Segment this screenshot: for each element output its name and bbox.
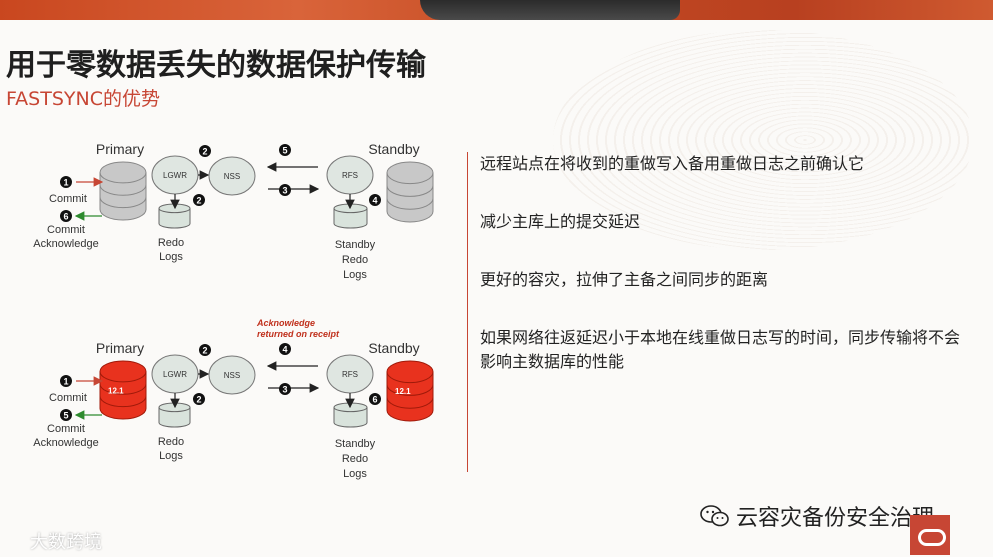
step-number: 3 bbox=[282, 385, 287, 395]
lgwr-node-label: LGWR bbox=[163, 370, 187, 379]
primary-database-icon-top bbox=[100, 162, 146, 183]
page-subtitle: FASTSYNC的优势 bbox=[6, 84, 160, 111]
primary-label: Primary bbox=[96, 141, 144, 157]
step-number: 2 bbox=[196, 196, 201, 206]
divider-line bbox=[467, 152, 468, 472]
primary-database-icon bbox=[100, 162, 146, 220]
db-version-label: 12.1 bbox=[395, 387, 411, 396]
rfs-node-label: RFS bbox=[342, 370, 358, 379]
bullet-item: 更好的容灾，拉伸了主备之间同步的距离 bbox=[480, 268, 970, 292]
step-number: 1 bbox=[63, 377, 68, 387]
bullet-item: 减少主库上的提交延迟 bbox=[480, 210, 970, 234]
watermark-right-text: 云容灾备份安全治理 bbox=[736, 500, 934, 532]
standby-redo-logs-label: Logs bbox=[343, 269, 367, 281]
ack-note-label: returned on receipt bbox=[257, 329, 340, 339]
standby-redo-logs-label: Logs bbox=[343, 468, 367, 480]
watermark-right: 云容灾备份安全治理 bbox=[700, 500, 934, 532]
nss-node-label: NSS bbox=[224, 371, 240, 380]
step-number: 4 bbox=[372, 196, 377, 206]
standby-database-icon-top bbox=[387, 162, 433, 184]
step-number: 5 bbox=[282, 146, 287, 156]
step-number: 4 bbox=[282, 345, 287, 355]
primary-database-icon: 12.1 bbox=[100, 361, 146, 419]
page-title: 用于零数据丢失的数据保护传输 bbox=[6, 40, 426, 84]
commit-ack-label: Commit bbox=[47, 423, 85, 435]
header-banner-image bbox=[420, 0, 680, 20]
step-number: 2 bbox=[196, 395, 201, 405]
commit-label: Commit bbox=[49, 193, 87, 205]
commit-ack-label: Commit bbox=[47, 224, 85, 236]
ack-note-label: Acknowledge bbox=[256, 318, 315, 328]
primary-database-icon-top bbox=[100, 361, 146, 382]
standby-redo-logs-label: Redo bbox=[342, 453, 368, 465]
commit-ack-label: Acknowledge bbox=[33, 437, 98, 449]
standby-database-icon: 12.1 bbox=[387, 361, 433, 421]
redo-logs-label: Logs bbox=[159, 251, 183, 263]
wechat-icon bbox=[700, 505, 730, 527]
step-number: 3 bbox=[282, 186, 287, 196]
rfs-node-label: RFS bbox=[342, 171, 358, 180]
step-number: 1 bbox=[63, 178, 68, 188]
redo-logs-label: Logs bbox=[159, 450, 183, 462]
nss-node-label: NSS bbox=[224, 172, 240, 181]
standby-database-icon-top bbox=[387, 361, 433, 383]
standby-redo-logs-label: Standby bbox=[335, 239, 376, 251]
commit-label: Commit bbox=[49, 392, 87, 404]
step-number: 5 bbox=[63, 411, 68, 421]
standby-label: Standby bbox=[368, 141, 419, 157]
step-number: 6 bbox=[63, 212, 68, 222]
bullet-item: 远程站点在将收到的重做写入备用重做日志之前确认它 bbox=[480, 152, 970, 176]
commit-ack-label: Acknowledge bbox=[33, 238, 98, 250]
lgwr-node-label: LGWR bbox=[163, 171, 187, 180]
standby-redo-logs-label: Redo bbox=[342, 254, 368, 266]
standby-label: Standby bbox=[368, 340, 419, 356]
step-number: 2 bbox=[202, 346, 207, 356]
redo-logs-label: Redo bbox=[158, 237, 184, 249]
bullet-item: 如果网络往返延迟小于本地在线重做日志写的时间，同步传输将不会影响主数据库的性能 bbox=[480, 326, 970, 374]
primary-label: Primary bbox=[96, 340, 144, 356]
oracle-logo bbox=[910, 515, 950, 555]
step-number: 6 bbox=[372, 395, 377, 405]
standby-redo-logs-label: Standby bbox=[335, 438, 376, 450]
db-version-label: 12.1 bbox=[108, 386, 124, 395]
step-number: 2 bbox=[202, 147, 207, 157]
redo-logs-label: Redo bbox=[158, 436, 184, 448]
standby-database-icon bbox=[387, 162, 433, 222]
watermark-left: 大数跨境 bbox=[30, 528, 102, 554]
